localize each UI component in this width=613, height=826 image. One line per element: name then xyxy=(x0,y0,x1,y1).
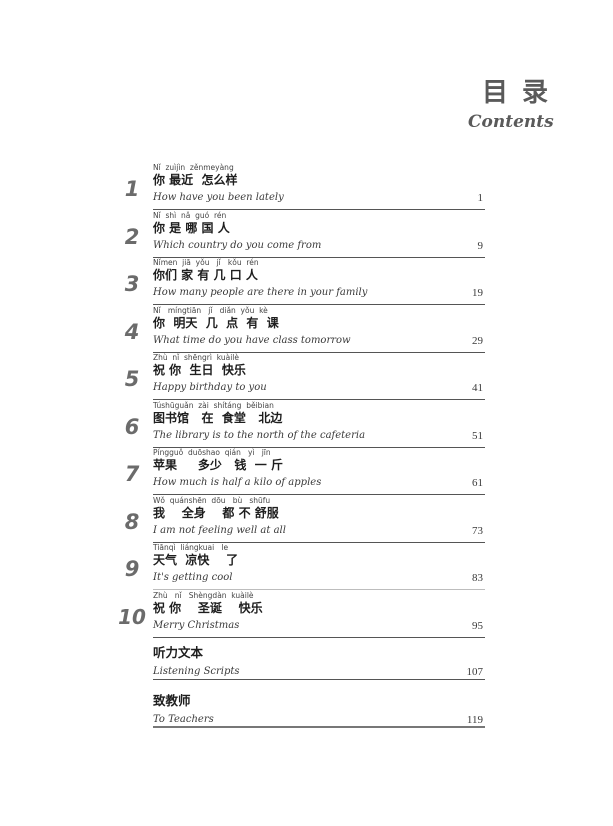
lesson-number: 1 xyxy=(124,177,140,201)
lesson-title-chinese: 天气 凉快 了 xyxy=(153,553,239,567)
page-number: 83 xyxy=(472,572,483,584)
toc-entry-to-teachers[interactable]: 致教师 To Teachers 119 xyxy=(153,689,485,728)
lesson-number: 8 xyxy=(124,510,140,534)
page-number: 107 xyxy=(466,666,484,678)
page-number: 95 xyxy=(472,620,483,632)
page-number: 19 xyxy=(472,287,483,299)
lesson-number: 3 xyxy=(124,272,140,296)
lesson-number: 2 xyxy=(124,225,140,249)
lesson-title-english: Merry Christmas xyxy=(153,620,240,631)
toc-entry-lesson-1[interactable]: 1 Nǐ zuìjìn zěnmeyàng 你 最近 怎么样 How have … xyxy=(125,163,485,210)
lesson-pinyin: Wǒ quánshēn dōu bù shūfu xyxy=(153,496,271,505)
toc-entry-lesson-2[interactable]: 2 Nǐ shì nǎ guó rén 你 是 哪 国 人 Which coun… xyxy=(125,211,485,258)
lesson-title-english: It's getting cool xyxy=(153,572,233,583)
toc-entry-lesson-6[interactable]: 6 Túshūguǎn zài shítáng běibian 图书馆 在 食堂… xyxy=(125,401,485,448)
page-number: 51 xyxy=(472,430,483,442)
lesson-title-chinese: 你 明天 几 点 有 课 xyxy=(153,316,279,330)
lesson-title-english: How much is half a kilo of apples xyxy=(153,477,322,488)
lesson-pinyin: Nǐ shì nǎ guó rén xyxy=(153,211,227,220)
lesson-title-chinese: 苹果 多少 钱 一 斤 xyxy=(153,458,283,472)
lesson-title-chinese: 你们 家 有 几 口 人 xyxy=(153,268,258,282)
lesson-title-english: The library is to the north of the cafet… xyxy=(153,430,366,441)
lesson-number: 7 xyxy=(124,462,140,486)
toc-title-block: 目录 Contents xyxy=(468,78,563,133)
section-title-english: To Teachers xyxy=(153,714,214,725)
page-number: 9 xyxy=(477,240,484,252)
section-title-chinese: 听力文本 xyxy=(153,645,204,660)
lesson-title-english: How many people are there in your family xyxy=(153,287,368,298)
toc-entry-lesson-9[interactable]: 9 Tiānqì liángkuai le 天气 凉快 了 It's getti… xyxy=(125,543,485,590)
lesson-pinyin: Nǐ míngtiān jǐ diǎn yǒu kè xyxy=(153,306,268,315)
lesson-title-english: How have you been lately xyxy=(153,192,284,203)
lesson-pinyin: Zhù nǐ Shèngdàn kuàilè xyxy=(153,591,254,600)
lesson-title-english: What time do you have class tomorrow xyxy=(153,335,351,346)
toc-entry-lesson-10[interactable]: 10 Zhù nǐ Shèngdàn kuàilè 祝 你 圣诞 快乐 Merr… xyxy=(118,591,485,638)
lesson-pinyin: Nǐmen jiā yǒu jǐ kǒu rén xyxy=(153,258,259,267)
lesson-title-english: I am not feeling well at all xyxy=(153,525,286,536)
page-title-english: Contents xyxy=(468,112,554,132)
page-number: 119 xyxy=(466,714,483,726)
lesson-title-chinese: 你 是 哪 国 人 xyxy=(153,221,230,235)
page-number: 73 xyxy=(472,525,483,537)
lesson-number: 9 xyxy=(124,557,140,581)
lesson-number: 6 xyxy=(124,415,140,439)
toc-entry-lesson-7[interactable]: 7 Píngguǒ duōshao qián yì jīn 苹果 多少 钱 一 … xyxy=(125,448,485,495)
lesson-title-chinese: 你 最近 怎么样 xyxy=(153,173,238,187)
lesson-pinyin: Zhù nǐ shēngrì kuàilè xyxy=(153,353,239,362)
lesson-title-chinese: 图书馆 在 食堂 北边 xyxy=(153,411,283,425)
toc-entry-lesson-3[interactable]: 3 Nǐmen jiā yǒu jǐ kǒu rén 你们 家 有 几 口 人 … xyxy=(125,258,485,305)
toc-entry-lesson-5[interactable]: 5 Zhù nǐ shēngrì kuàilè 祝 你 生日 快乐 Happy … xyxy=(125,353,485,400)
lesson-pinyin: Túshūguǎn zài shítáng běibian xyxy=(153,401,274,410)
page-number: 1 xyxy=(477,192,484,204)
lesson-title-chinese: 祝 你 生日 快乐 xyxy=(153,363,246,377)
lesson-number: 4 xyxy=(124,320,140,344)
lesson-title-chinese: 我 全身 都 不 舒服 xyxy=(153,506,279,520)
lesson-title-english: Happy birthday to you xyxy=(153,382,267,393)
page-number: 29 xyxy=(472,335,483,347)
lesson-pinyin: Píngguǒ duōshao qián yì jīn xyxy=(153,448,271,457)
lesson-number: 10 xyxy=(118,605,146,629)
page-title-chinese: 目录 xyxy=(482,78,563,108)
page-number: 41 xyxy=(472,382,483,394)
toc-entry-lesson-8[interactable]: 8 Wǒ quánshēn dōu bù shūfu 我 全身 都 不 舒服 I… xyxy=(125,496,485,543)
toc-entry-listening-scripts[interactable]: 听力文本 Listening Scripts 107 xyxy=(153,641,485,680)
page-number: 61 xyxy=(472,477,483,489)
section-title-chinese: 致教师 xyxy=(153,693,191,708)
section-title-english: Listening Scripts xyxy=(153,666,240,677)
lesson-number: 5 xyxy=(124,367,140,391)
lesson-pinyin: Tiānqì liángkuai le xyxy=(153,543,229,552)
toc-entry-lesson-4[interactable]: 4 Nǐ míngtiān jǐ diǎn yǒu kè 你 明天 几 点 有 … xyxy=(125,306,485,353)
lesson-pinyin: Nǐ zuìjìn zěnmeyàng xyxy=(153,163,234,172)
lesson-title-english: Which country do you come from xyxy=(153,240,322,251)
lesson-title-chinese: 祝 你 圣诞 快乐 xyxy=(153,601,263,615)
